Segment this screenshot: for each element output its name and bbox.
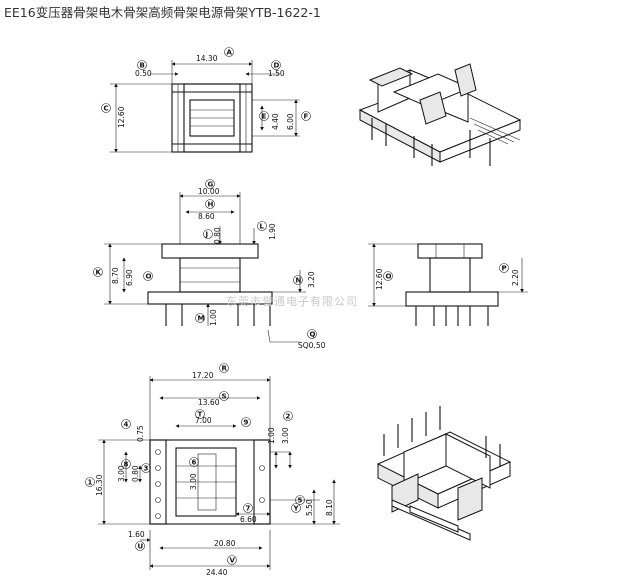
callout-letter: P xyxy=(502,265,507,273)
dim-label: 0.75 xyxy=(136,425,145,442)
dim-label: 3.00 xyxy=(189,473,198,490)
dim-label: 8.10 xyxy=(325,499,334,516)
dim-label: 24.40 xyxy=(206,568,228,577)
dim-label: 1.50 xyxy=(268,69,285,78)
callout-letter: K xyxy=(96,269,102,277)
dim-label: 8.70 xyxy=(111,267,120,284)
callout-digit: 2 xyxy=(286,413,291,421)
dim-label: 1.90 xyxy=(268,223,277,240)
callout-letter: A xyxy=(227,49,233,57)
dim-label: 6.60 xyxy=(240,515,257,524)
callout-letter: C xyxy=(104,105,109,113)
dim-label: 1.00 xyxy=(267,427,276,444)
callout-digit: 6 xyxy=(192,459,197,467)
callout-letter: Q xyxy=(310,331,316,339)
dim-label: 12.60 xyxy=(117,106,126,128)
isometric-view-top xyxy=(358,63,522,166)
dim-label: 10.00 xyxy=(198,187,220,196)
callout-letter: Y xyxy=(293,505,300,513)
callout-digit: 9 xyxy=(244,419,249,427)
callout-letter: T xyxy=(198,411,203,419)
dim-label: 1.60 xyxy=(128,530,145,539)
dim-label: 0.50 xyxy=(135,69,152,78)
front-view: 10.00 8.60 0.80 1.90 8.70 6.90 3.20 1.00… xyxy=(93,179,326,350)
callout-letter: B xyxy=(140,62,145,70)
callout-letter: O xyxy=(146,273,152,281)
dim-label: 13.60 xyxy=(198,398,220,407)
top-view: 14.30 0.50 1.50 12.60 4.40 6.00 A B D C … xyxy=(101,47,311,153)
callout-letter: D xyxy=(274,62,280,70)
dim-label: 3.00 xyxy=(117,465,126,482)
dim-label: 0.80 xyxy=(131,465,140,482)
callout-letter: J xyxy=(205,231,209,239)
callout-digit: 1 xyxy=(88,479,93,487)
callout-letter: M xyxy=(198,315,205,323)
callout-digit: 3 xyxy=(144,465,149,473)
callout-letter: F xyxy=(304,113,309,121)
callout-digit: 8 xyxy=(124,461,129,469)
dim-label: 6.00 xyxy=(286,113,295,130)
dim-label: 20.80 xyxy=(214,539,236,548)
dim-label: 6.90 xyxy=(125,269,134,286)
callout-letter: S xyxy=(222,393,227,401)
callout-letter: E xyxy=(262,113,267,121)
callout-digit: 5 xyxy=(298,497,303,505)
dim-label: 16.30 xyxy=(95,474,104,496)
dim-label: 2.20 xyxy=(511,269,520,286)
callout-letter: U xyxy=(138,543,144,551)
dim-label: 7.00 xyxy=(195,416,212,425)
dim-label: 3.00 xyxy=(281,427,290,444)
callout-letter: R xyxy=(222,365,228,373)
dim-label: 0.80 xyxy=(213,227,222,244)
watermark: 东莞市誉通电子有限公司 xyxy=(226,294,358,308)
isometric-view-bottom xyxy=(376,406,512,541)
dim-label: 1.00 xyxy=(209,309,218,326)
callout-letter: N xyxy=(296,277,302,285)
dim-label: 4.40 xyxy=(271,113,280,130)
callout-letter: H xyxy=(208,201,214,209)
callout-digit: 7 xyxy=(246,505,251,513)
dim-label: 5.50 xyxy=(305,499,314,516)
callout-letter: G xyxy=(208,181,214,189)
callout-letter: O xyxy=(386,273,392,281)
dim-label: 3.20 xyxy=(307,271,316,288)
dim-label: 12.60 xyxy=(375,268,384,290)
side-view: 12.60 2.20 O P xyxy=(368,243,528,326)
callout-digit: 4 xyxy=(124,421,129,429)
dim-label: 17.20 xyxy=(192,371,214,380)
callout-letter: V xyxy=(230,557,236,565)
page-title: EE16变压器骨架电木骨架高频骨架电源骨架YTB-1622-1 xyxy=(4,5,321,20)
callout-letter: L xyxy=(260,223,265,231)
dim-label: 8.60 xyxy=(198,212,215,221)
dim-label: SQ0.50 xyxy=(298,341,326,350)
bottom-view: 17.20 13.60 7.00 0.75 0.80 3.00 3.00 16.… xyxy=(85,363,340,577)
dim-label: 14.30 xyxy=(196,54,218,63)
